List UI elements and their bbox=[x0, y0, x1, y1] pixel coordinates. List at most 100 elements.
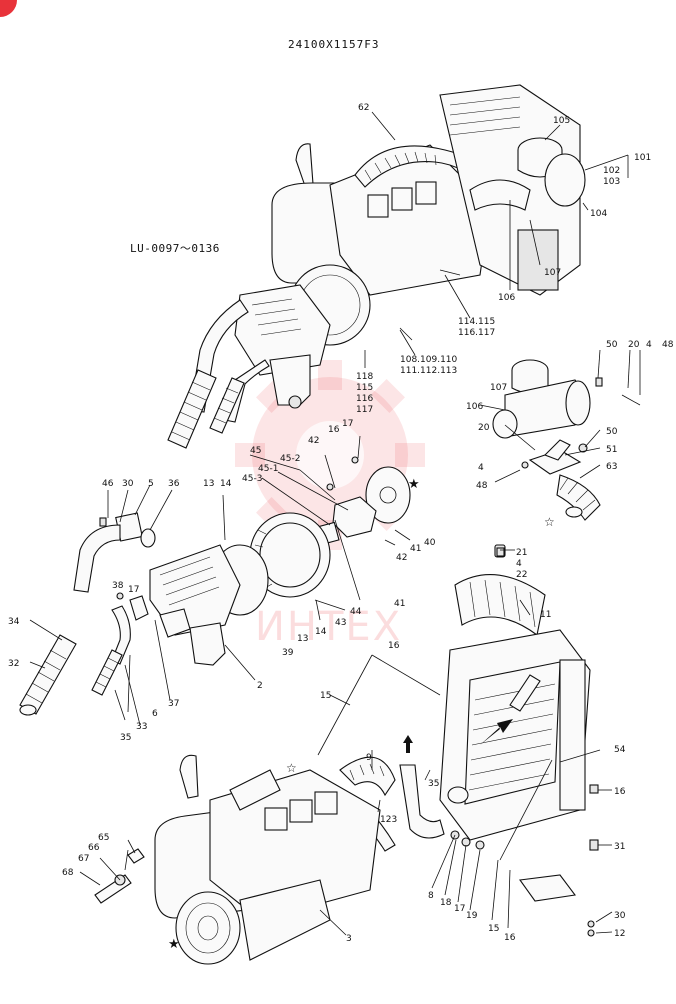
callout: 21 bbox=[516, 548, 527, 558]
callout: 65 bbox=[98, 833, 109, 843]
callout: 48 bbox=[662, 340, 674, 350]
callout: 68 bbox=[62, 868, 74, 878]
callout: 4 bbox=[646, 340, 652, 350]
callout: 17 bbox=[128, 585, 139, 595]
callout: 12 bbox=[614, 929, 625, 939]
callout: 45-2 bbox=[280, 454, 300, 464]
callout: 116 bbox=[356, 394, 373, 404]
callout: 43 bbox=[335, 618, 346, 628]
callout: 123 bbox=[380, 815, 397, 825]
callout: 50 bbox=[606, 427, 618, 437]
callout: 42 bbox=[396, 553, 407, 563]
callout: 16 bbox=[504, 933, 516, 943]
callout: 66 bbox=[88, 843, 100, 853]
callout: 33 bbox=[136, 722, 147, 732]
coupling-detail bbox=[249, 435, 411, 598]
callout: 50 bbox=[606, 340, 618, 350]
callout: 106 bbox=[498, 293, 515, 303]
svg-text:★: ★ bbox=[408, 477, 420, 492]
callout: 11 bbox=[540, 610, 551, 620]
callout: 16 bbox=[614, 787, 626, 797]
callout: 54 bbox=[614, 745, 626, 755]
callout: 4 bbox=[478, 463, 484, 473]
callout: 14 bbox=[220, 479, 232, 489]
callout: 37 bbox=[168, 699, 179, 709]
callout: 9 bbox=[366, 753, 372, 763]
pump-assembly bbox=[19, 494, 321, 716]
callout: 117 bbox=[356, 405, 373, 415]
callout: 6 bbox=[152, 709, 158, 719]
reference-marks: ★ ☆ ☆ ★ bbox=[168, 477, 555, 952]
top-engine-assembly bbox=[167, 84, 586, 449]
callout: 102 bbox=[603, 166, 620, 176]
callout: 118 bbox=[356, 372, 373, 382]
callout: 44 bbox=[350, 607, 362, 617]
callout: 30 bbox=[614, 911, 626, 921]
serial-range: LU-0097〜0136 bbox=[130, 242, 220, 255]
callout: 46 bbox=[102, 479, 114, 489]
callout: 13 bbox=[203, 479, 214, 489]
callout: 16 bbox=[388, 641, 400, 651]
air-cleaner-detail bbox=[492, 359, 641, 521]
callout: 34 bbox=[8, 617, 20, 627]
callout: 106 bbox=[466, 402, 483, 412]
callout: 111.112.113 bbox=[400, 366, 457, 376]
callout: 5 bbox=[148, 479, 154, 489]
callout: 2 bbox=[257, 681, 263, 691]
callout: 15 bbox=[488, 924, 499, 934]
callout: 51 bbox=[606, 445, 617, 455]
drawing-code: 24100X1157F3 bbox=[288, 38, 379, 51]
callout: 38 bbox=[112, 581, 124, 591]
callout: 45-1 bbox=[258, 464, 278, 474]
callout: 45 bbox=[250, 446, 261, 456]
callout: 18 bbox=[440, 898, 452, 908]
callout: 62 bbox=[358, 103, 369, 113]
watermark-text: ИНТЕХ bbox=[255, 604, 402, 650]
callout: 114.115 bbox=[458, 317, 495, 327]
callout: 20 bbox=[628, 340, 640, 350]
callout: 22 bbox=[516, 570, 527, 580]
callout: 14 bbox=[315, 627, 327, 637]
callout: 8 bbox=[428, 891, 434, 901]
callout: 32 bbox=[8, 659, 19, 669]
bottom-engine-assembly bbox=[94, 754, 381, 965]
callout: 41 bbox=[394, 599, 405, 609]
callout-labels: 62 105 101 102 103 104 107 106 114.115 1… bbox=[8, 103, 674, 944]
callout: 20 bbox=[478, 423, 490, 433]
leader-lines bbox=[29, 111, 641, 936]
callout: 13 bbox=[297, 634, 308, 644]
callout: 63 bbox=[606, 462, 617, 472]
callout: 48 bbox=[476, 481, 488, 491]
callout: 42 bbox=[308, 436, 319, 446]
callout: 67 bbox=[78, 854, 89, 864]
callout: 107 bbox=[544, 268, 561, 278]
callout: 41 bbox=[410, 544, 421, 554]
callout: 19 bbox=[466, 911, 478, 921]
callout: 15 bbox=[320, 691, 331, 701]
callout: 116.117 bbox=[458, 328, 495, 338]
brand-logo bbox=[0, 0, 17, 17]
callout: 4 bbox=[516, 559, 522, 569]
callout: 3 bbox=[346, 934, 352, 944]
svg-text:☆: ☆ bbox=[286, 761, 297, 775]
callout: 45-3 bbox=[242, 474, 262, 484]
callout: 17 bbox=[342, 419, 353, 429]
callout: 40 bbox=[424, 538, 436, 548]
callout: 39 bbox=[282, 648, 294, 658]
callout: 17 bbox=[454, 904, 465, 914]
callout: 101 bbox=[634, 153, 651, 163]
callout: 105 bbox=[553, 116, 570, 126]
callout: 104 bbox=[590, 209, 607, 219]
callout: 16 bbox=[328, 425, 340, 435]
callout: 30 bbox=[122, 479, 134, 489]
callout: 35 bbox=[428, 779, 439, 789]
svg-text:★: ★ bbox=[168, 937, 180, 952]
callout: 115 bbox=[356, 383, 373, 393]
callout: 31 bbox=[614, 842, 625, 852]
callout: 103 bbox=[603, 177, 620, 187]
callout: 107 bbox=[490, 383, 507, 393]
svg-text:☆: ☆ bbox=[544, 515, 555, 529]
callout: 35 bbox=[120, 733, 131, 743]
